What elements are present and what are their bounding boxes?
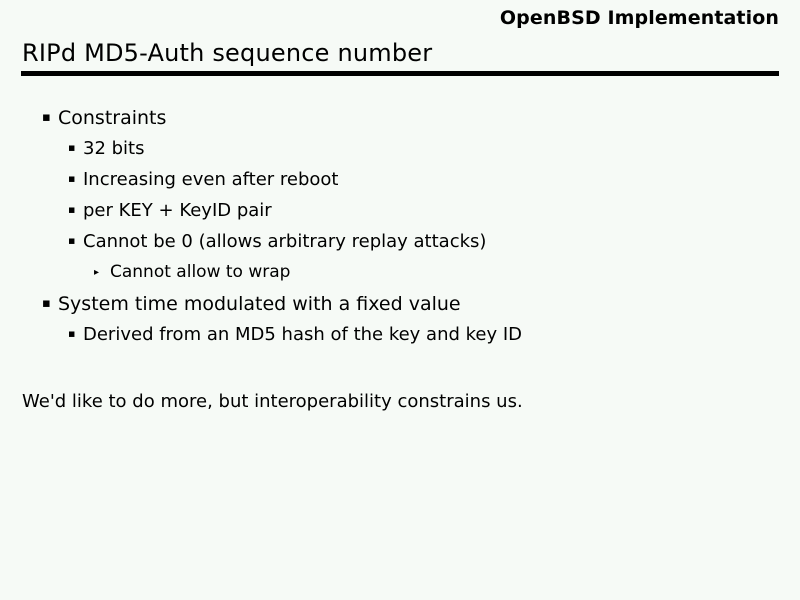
bullet-item-label: Cannot allow to wrap — [110, 262, 291, 282]
bullet-item: ▸ Cannot allow to wrap — [0, 261, 800, 292]
square-bullet-icon: ▪ — [68, 327, 76, 340]
bullet-item-label: Constraints — [58, 107, 167, 129]
square-bullet-icon: ▪ — [42, 110, 51, 125]
square-bullet-icon: ▪ — [42, 296, 51, 311]
square-bullet-icon: ▪ — [68, 234, 76, 247]
bullet-item-label: per KEY + KeyID pair — [83, 200, 272, 221]
bullet-item-label: Cannot be 0 (allows arbitrary replay att… — [83, 231, 487, 252]
slide-eyebrow-label: OpenBSD Implementation — [499, 7, 779, 29]
square-bullet-icon: ▪ — [68, 141, 76, 154]
bullet-item-label: System time modulated with a fixed value — [58, 293, 461, 315]
bullet-item: ▪ Increasing even after reboot — [0, 168, 800, 199]
square-bullet-icon: ▪ — [68, 203, 76, 216]
bullet-item-label: Derived from an MD5 hash of the key and … — [83, 324, 523, 345]
closing-remark: We'd like to do more, but interoperabili… — [22, 391, 523, 412]
square-bullet-icon: ▪ — [68, 172, 76, 185]
bullet-item: ▪ Constraints — [0, 106, 800, 137]
bullet-item-label: 32 bits — [83, 138, 145, 159]
bullet-item: ▪ per KEY + KeyID pair — [0, 199, 800, 230]
bullet-item: ▪ Cannot be 0 (allows arbitrary replay at… — [0, 230, 800, 261]
bullet-item: ▪ 32 bits — [0, 137, 800, 168]
triangle-bullet-icon: ▸ — [94, 267, 100, 278]
slide-title: RIPd MD5-Auth sequence number — [22, 39, 433, 67]
bullet-item: ▪ System time modulated with a fixed valu… — [0, 292, 800, 323]
bullet-item-label: Increasing even after reboot — [83, 169, 339, 190]
title-divider-rule — [21, 71, 779, 76]
bullet-list: ▪ Constraints ▪ 32 bits ▪ Increasing even aft… — [0, 106, 800, 354]
bullet-item: ▪ Derived from an MD5 hash of the key and… — [0, 323, 800, 354]
